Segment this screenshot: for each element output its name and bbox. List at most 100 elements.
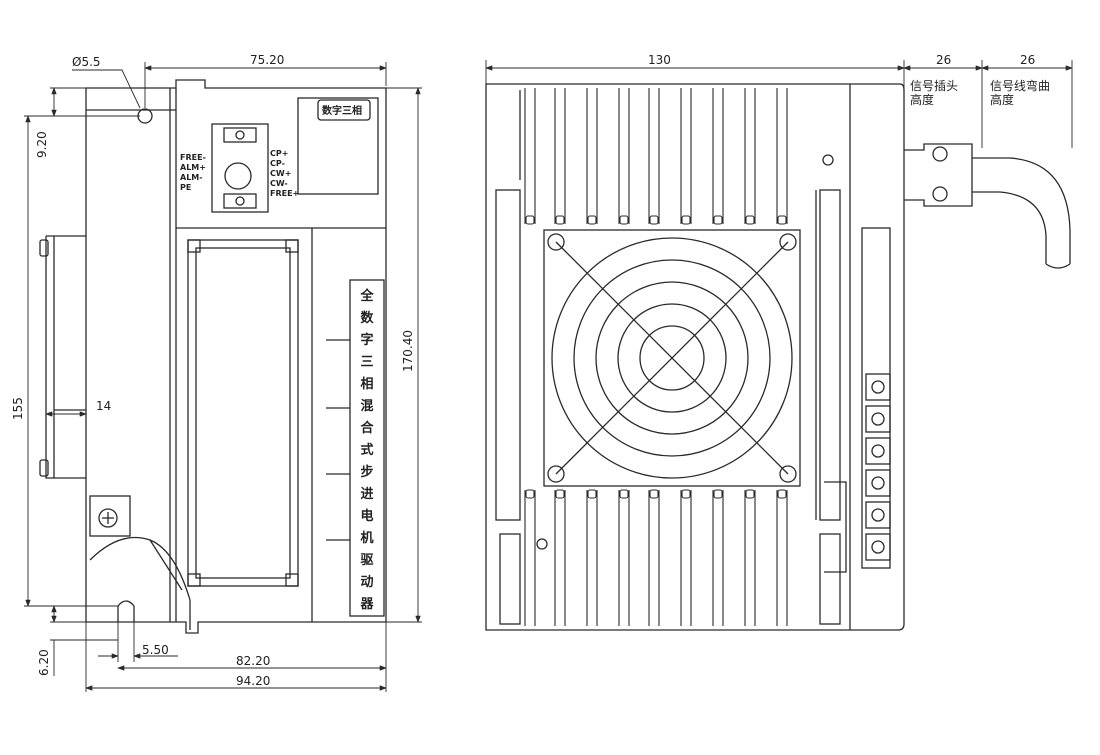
body-width-label: 82.20 [236, 654, 270, 668]
top-offset-label: 9.20 [35, 131, 49, 158]
din-clip [45, 235, 86, 479]
right-rail-lower [819, 533, 841, 625]
heatsink-fin [744, 88, 756, 224]
pin-label-cw-minus: CW- [270, 179, 288, 188]
front-dimensions [485, 60, 1073, 148]
heatsink-fin [586, 490, 598, 626]
fin-notch [525, 215, 535, 225]
total-height-label: 170.40 [401, 330, 415, 372]
heatsink-fin [586, 88, 598, 224]
panel-window-outer [187, 239, 299, 587]
signal-cable-outer [972, 157, 1071, 264]
heatsink-fins [524, 88, 788, 626]
left-rail-lower [499, 533, 521, 625]
title-char: 数 [360, 310, 374, 326]
title-char: 进 [360, 487, 373, 502]
fin-notch [777, 215, 787, 225]
fin-notch [619, 489, 629, 499]
total-width-label: 94.20 [236, 674, 270, 688]
fin-notch [681, 215, 691, 225]
badge-frame [317, 99, 371, 121]
fan-ring-2 [573, 259, 771, 457]
cable-guard [89, 536, 191, 630]
mount-hole-top [137, 108, 153, 124]
fin-notch [587, 215, 597, 225]
terminal [865, 437, 891, 465]
terminal [865, 501, 891, 529]
hole-leader [72, 69, 141, 109]
badge-text: 数字三相 [322, 104, 362, 117]
heatsink-fin [680, 490, 692, 626]
ground-bracket [89, 495, 131, 537]
cable-end [1045, 263, 1071, 269]
heatsink-fin [618, 88, 630, 224]
pin-label-free-plus: FREE+ [270, 189, 299, 198]
connector-bottom-latch [223, 193, 257, 209]
fan-housing [543, 229, 801, 487]
terminal-bracket [824, 481, 847, 573]
din-tab-bottom [39, 459, 49, 477]
bottom-slot [117, 600, 135, 622]
rail-depth-label: 14 [96, 399, 111, 413]
signal-connector [211, 123, 269, 213]
fin-notch [777, 489, 787, 499]
fin-notch [555, 489, 565, 499]
plug-height-dim: 26 [936, 53, 951, 67]
fan-ring-4 [617, 303, 727, 413]
title-char: 电 [360, 508, 373, 524]
fin-notch [713, 489, 723, 499]
title-char: 三 [360, 355, 373, 370]
terminal [865, 373, 891, 401]
heatsink-fin [554, 88, 566, 224]
fin-notch [555, 215, 565, 225]
pin-label-cw-plus: CW+ [270, 169, 291, 178]
fin-notch [587, 489, 597, 499]
terminal [865, 533, 891, 561]
fan-screw [779, 465, 797, 483]
fan-guard-bar [555, 241, 789, 475]
ground-screw [98, 508, 118, 528]
bottom-offset-label: 6.20 [37, 649, 51, 676]
title-char: 全 [359, 288, 374, 304]
heatsink-fin [712, 490, 724, 626]
front-view [485, 83, 1071, 631]
terminal [865, 405, 891, 433]
front-width-label: 130 [648, 53, 671, 67]
heatsink-fin [712, 88, 724, 224]
title-char: 动 [360, 575, 373, 590]
bend-label-line1: 信号线弯曲 [990, 78, 1050, 93]
fan-screw [779, 233, 797, 251]
title-char: 相 [360, 376, 373, 392]
heatsink-fin [680, 88, 692, 224]
plug-label-line2: 高度 [910, 92, 934, 107]
fan-hub [639, 325, 705, 391]
pin-label-free-minus: FREE- [180, 153, 206, 162]
fan-screw [547, 465, 565, 483]
din-tab-top [39, 239, 49, 257]
heatsink-fin [524, 490, 536, 626]
heatsink-fin [648, 88, 660, 224]
connector-socket [224, 162, 252, 190]
front-outline [485, 83, 905, 631]
heatsink-fin [554, 490, 566, 626]
bend-height-dim: 26 [1020, 53, 1035, 67]
fan-ring-1 [551, 237, 793, 479]
side-dimensions [24, 62, 422, 692]
terminal [865, 469, 891, 497]
title-char: 字 [360, 332, 373, 348]
fan-ring-3 [595, 281, 749, 435]
guard-rib [149, 539, 183, 591]
pin-label-cp-minus: CP- [270, 159, 285, 168]
pin-label-alm-minus: ALM- [180, 173, 203, 182]
fin-notch [525, 489, 535, 499]
top-width-label: 75.20 [250, 53, 284, 67]
title-char: 步 [360, 464, 373, 480]
heatsink-fin [648, 490, 660, 626]
title-char: 式 [360, 442, 373, 458]
fan-screw [547, 233, 565, 251]
connector-top-latch [223, 127, 257, 143]
heatsink-fin [744, 490, 756, 626]
pin-label-cp-plus: CP+ [270, 149, 288, 158]
